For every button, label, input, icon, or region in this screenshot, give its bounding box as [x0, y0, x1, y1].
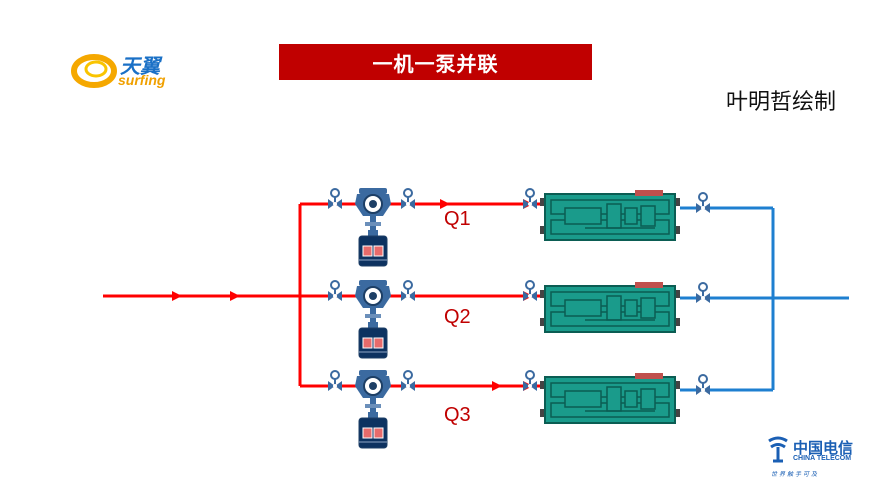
- chiller-unit-icon: [539, 189, 681, 241]
- valve-icon: [522, 370, 538, 392]
- chiller-unit-icon: [539, 372, 681, 424]
- china-telecom-name: 中国电信: [793, 439, 854, 457]
- flow-label-q1: Q1: [444, 208, 471, 230]
- supply-header: [103, 204, 302, 386]
- flow-label-q2: Q2: [444, 306, 471, 328]
- china-telecom-emblem-icon: [768, 436, 788, 463]
- valve-icon: [400, 370, 416, 392]
- valve-icon: [695, 192, 711, 214]
- valve-icon: [695, 374, 711, 396]
- china-telecom-logo: 中国电信 CHINA TELECOM 世界触手可及: [765, 435, 875, 487]
- tianyi-logo-text: 天翼: [120, 56, 160, 78]
- flow-label-q3: Q3: [444, 404, 471, 426]
- valve-icon: [400, 280, 416, 302]
- valve-icon: [327, 188, 343, 210]
- pump-icon: [354, 279, 392, 359]
- author-credit: 叶明哲绘制: [726, 89, 837, 114]
- page-title: 一机一泵并联: [279, 44, 592, 80]
- valve-icon: [400, 188, 416, 210]
- tianyi-logo: 天翼 surfing: [70, 44, 190, 94]
- china-telecom-slogan: 世界触手可及: [771, 472, 820, 478]
- tianyi-logo-tagline: surfing: [118, 72, 166, 88]
- tianyi-swirl-icon: [71, 54, 117, 88]
- valve-icon: [327, 370, 343, 392]
- pump-icon: [354, 187, 392, 267]
- valve-icon: [695, 282, 711, 304]
- page-title-text: 一机一泵并联: [372, 53, 499, 76]
- valve-icon: [522, 280, 538, 302]
- valve-icon: [327, 280, 343, 302]
- china-telecom-english: CHINA TELECOM: [793, 455, 852, 462]
- chiller-unit-icon: [539, 281, 681, 333]
- pump-icon: [354, 369, 392, 449]
- valve-icon: [522, 188, 538, 210]
